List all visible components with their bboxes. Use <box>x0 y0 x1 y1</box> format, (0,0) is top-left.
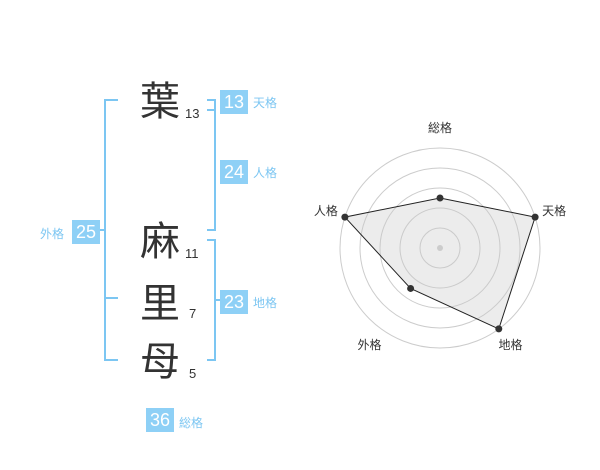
name-char-2: 麻 <box>140 219 180 265</box>
radar-area <box>343 197 536 330</box>
gaikaku-bracket <box>104 99 118 361</box>
soukaku-label: 総格 <box>179 416 204 430</box>
radar-ring <box>379 187 501 309</box>
gaikaku-value: 25 <box>72 220 100 244</box>
tenkaku-label: 天格 <box>253 96 278 110</box>
radar-point-1 <box>436 194 444 202</box>
radar-ring <box>339 147 541 349</box>
radar-center <box>437 245 443 251</box>
radar-point-2 <box>531 213 539 221</box>
radar-point-5 <box>341 213 349 221</box>
radar-ring <box>359 167 521 329</box>
stroke-count-3: 7 <box>189 306 197 321</box>
radar-ring <box>419 227 461 269</box>
tenkaku-value: 13 <box>220 90 248 114</box>
jinkaku-bracket <box>207 109 216 231</box>
stroke-count-1: 13 <box>185 106 200 121</box>
chikaku-value: 23 <box>220 290 248 314</box>
radar-point-4 <box>407 284 415 292</box>
radar-ring <box>399 207 481 289</box>
name-char-3: 里 <box>140 281 180 327</box>
radar-axis-label-4: 外格 <box>357 337 381 352</box>
soukaku-value: 36 <box>146 408 174 432</box>
radar-axis-label-3: 地格 <box>499 337 523 352</box>
name-char-4: 母 <box>140 339 180 385</box>
gaikaku-label: 外格 <box>40 227 65 241</box>
radar-axis-label-2: 天格 <box>542 203 566 218</box>
chikaku-label: 地格 <box>253 296 278 310</box>
radar-axis-label-1: 総格 <box>428 120 452 135</box>
jinkaku-label: 人格 <box>253 166 278 180</box>
name-char-1: 葉 <box>140 79 180 125</box>
jinkaku-value: 24 <box>220 160 248 184</box>
stroke-count-4: 5 <box>189 366 197 381</box>
radar-point-3 <box>495 325 503 333</box>
stroke-count-2: 11 <box>185 246 199 261</box>
radar-axis-label-5: 人格 <box>314 203 338 218</box>
